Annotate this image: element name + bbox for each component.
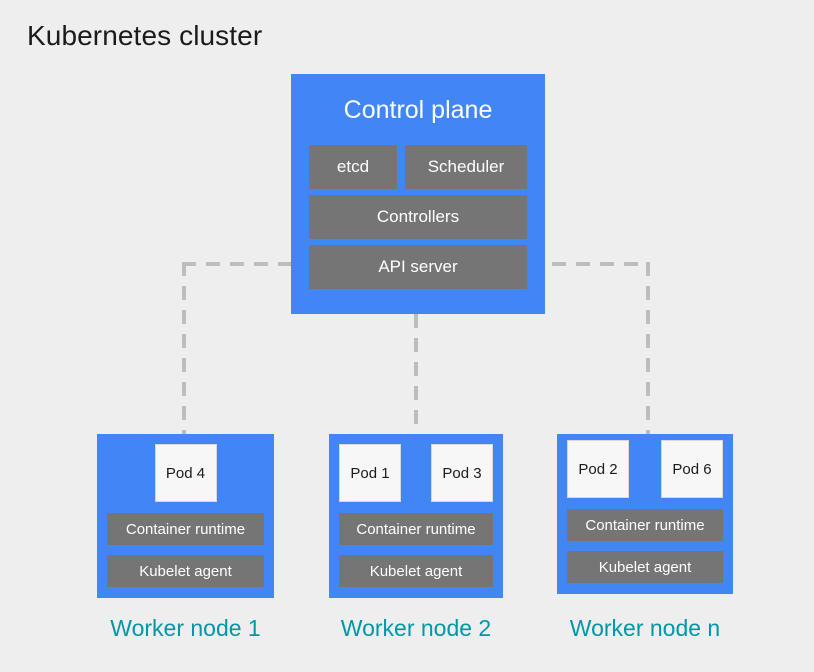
worker-node-n-pods: Pod 2 Pod 6 — [567, 440, 723, 498]
worker-node-1-box[interactable]: Pod 4 Container runtime Kubelet agent — [97, 434, 274, 598]
control-plane-row-controllers: Controllers — [309, 195, 527, 239]
worker-node-n-box[interactable]: Pod 2 Pod 6 Container runtime Kubelet ag… — [557, 434, 733, 594]
pod-box[interactable]: Pod 1 — [339, 444, 401, 502]
control-plane-etcd[interactable]: etcd — [309, 145, 397, 189]
pod-box[interactable]: Pod 2 — [567, 440, 629, 498]
control-plane-title: Control plane — [343, 96, 493, 124]
worker-node-n-kubelet-agent[interactable]: Kubelet agent — [567, 551, 723, 583]
connector-api-to-node2-vertical — [414, 314, 418, 434]
worker-node-1-label: Worker node 1 — [110, 615, 261, 641]
worker-node-1-pods: Pod 4 — [107, 444, 264, 502]
worker-node-n-label: Worker node n — [569, 615, 721, 641]
connector-api-to-node1-vertical — [182, 262, 186, 434]
worker-node-2-kubelet-agent[interactable]: Kubelet agent — [339, 555, 493, 587]
page-title: Kubernetes cluster — [27, 20, 263, 51]
connector-api-to-node1-horizontal — [182, 262, 300, 266]
control-plane-row-top: etcd Scheduler — [309, 145, 527, 189]
control-plane-row-api-server: API server — [309, 245, 527, 289]
pod-box[interactable]: Pod 6 — [661, 440, 723, 498]
worker-node-2-label: Worker node 2 — [340, 615, 492, 641]
pod-box[interactable]: Pod 4 — [154, 444, 217, 502]
worker-node-2-container-runtime[interactable]: Container runtime — [339, 513, 493, 545]
control-plane-scheduler[interactable]: Scheduler — [405, 145, 527, 189]
worker-node-1-container-runtime[interactable]: Container runtime — [107, 513, 264, 545]
control-plane-api-server[interactable]: API server — [309, 245, 527, 289]
control-plane-controllers[interactable]: Controllers — [309, 195, 527, 239]
connector-api-to-noden-horizontal — [528, 262, 650, 266]
worker-node-2-box[interactable]: Pod 1 Pod 3 Container runtime Kubelet ag… — [329, 434, 503, 598]
connector-api-to-noden-vertical — [646, 262, 650, 434]
worker-node-2-pods: Pod 1 Pod 3 — [339, 444, 493, 502]
worker-node-n-container-runtime[interactable]: Container runtime — [567, 509, 723, 541]
control-plane-box: Control plane etcd Scheduler Controllers… — [291, 74, 545, 314]
pod-box[interactable]: Pod 3 — [431, 444, 493, 502]
worker-node-1-kubelet-agent[interactable]: Kubelet agent — [107, 555, 264, 587]
